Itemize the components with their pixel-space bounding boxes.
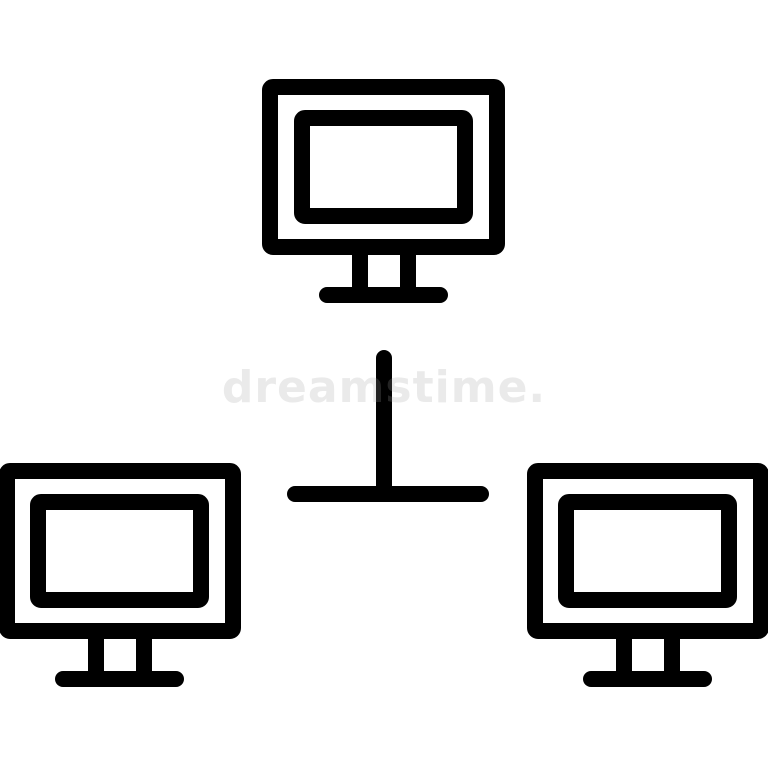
network-connector-icon <box>287 350 489 502</box>
monitor-right-screen <box>558 494 737 608</box>
monitor-icon-top <box>262 79 505 303</box>
monitor-top-screen <box>294 110 473 224</box>
monitor-right-frame <box>527 463 768 639</box>
monitor-icon-right <box>527 463 768 687</box>
monitor-left-screen <box>30 494 209 608</box>
monitor-top-frame <box>262 79 505 255</box>
monitor-left-frame <box>0 463 241 639</box>
monitor-icon-left <box>0 463 241 687</box>
